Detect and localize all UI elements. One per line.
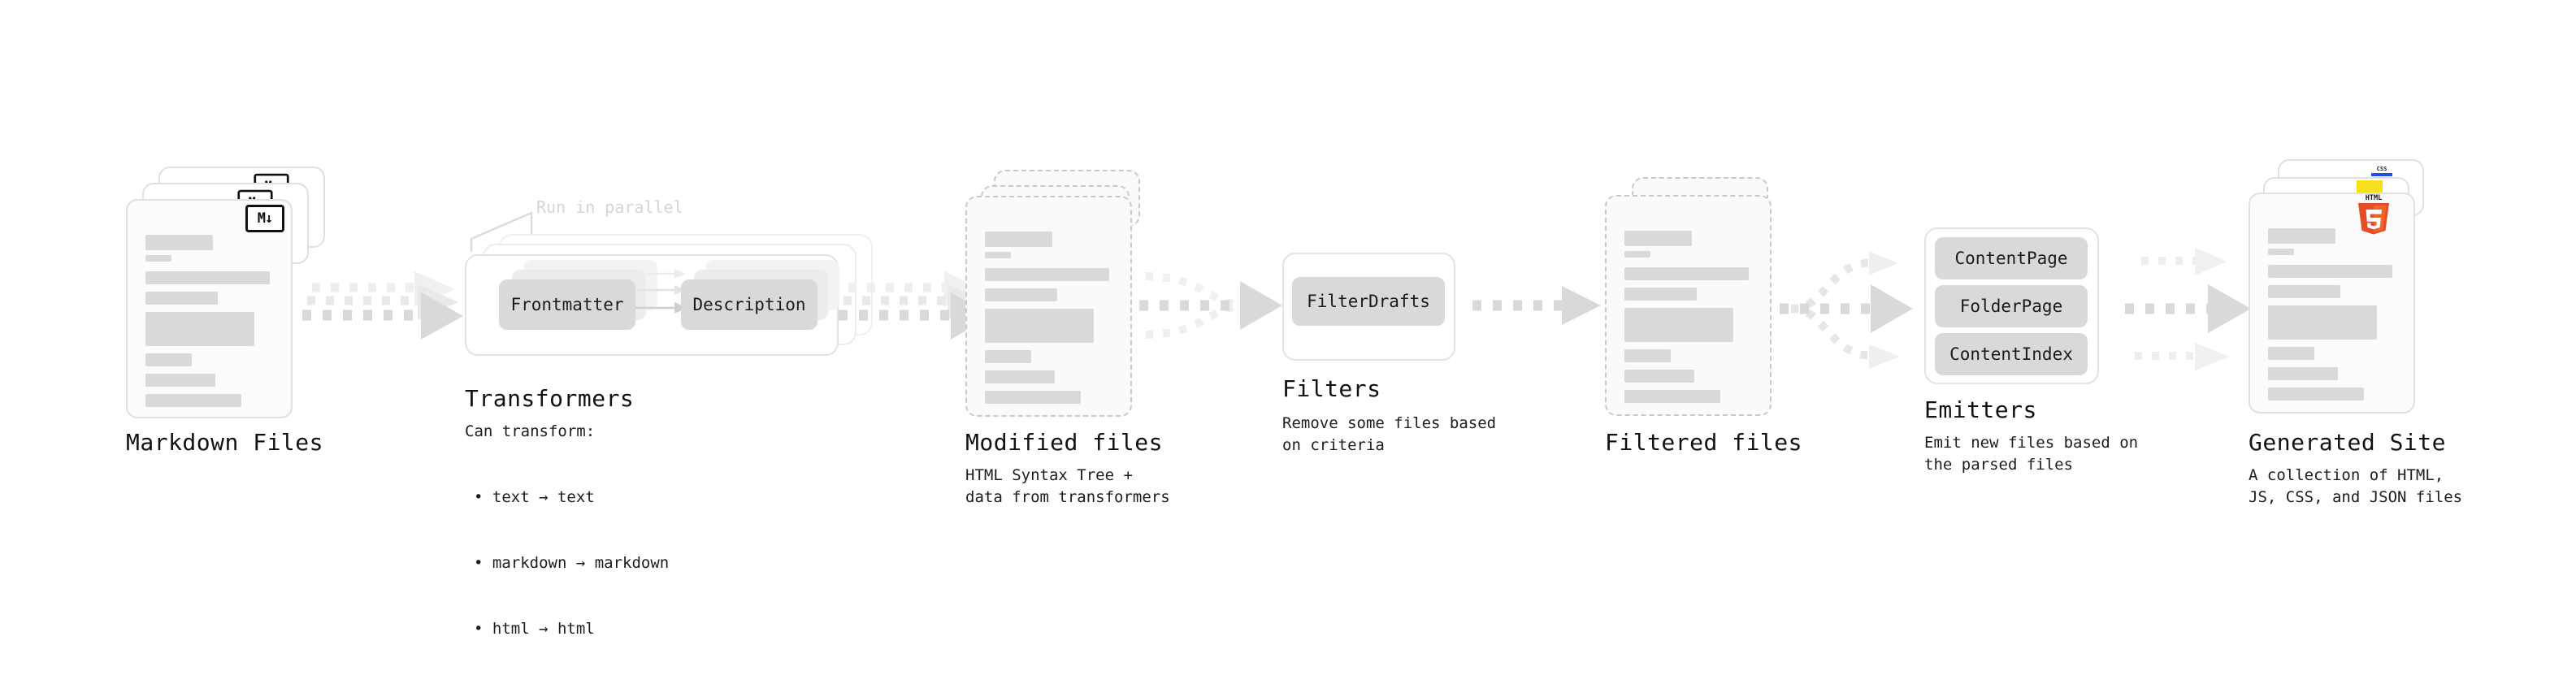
placeholder-bar bbox=[1624, 288, 1698, 301]
arrowhead bbox=[674, 285, 686, 295]
markdown-badge-letter: M bbox=[257, 210, 266, 227]
caption-markdown-files: Markdown Files bbox=[126, 429, 324, 456]
caption-emitters: Emitters bbox=[1924, 396, 2037, 423]
placeholder-bar bbox=[985, 350, 1032, 363]
placeholder-bar bbox=[145, 353, 193, 366]
html5-logo-icon: HTML bbox=[2358, 194, 2389, 235]
emitter-chip-folderpage[interactable]: FolderPage bbox=[1935, 285, 2088, 327]
emitter-chip-label: FolderPage bbox=[1959, 297, 2063, 316]
placeholder-bar bbox=[2268, 265, 2392, 278]
placeholder-bar bbox=[2268, 387, 2364, 400]
filtered-card-front bbox=[1605, 195, 1772, 416]
placeholder-bar bbox=[985, 309, 1094, 343]
arrowhead bbox=[1869, 251, 1898, 275]
placeholder-bar bbox=[985, 268, 1109, 281]
arrowhead bbox=[2195, 343, 2229, 370]
placeholder-bar bbox=[2268, 367, 2338, 380]
connector-emitters-to-site bbox=[2125, 248, 2251, 370]
css-badge-underline bbox=[2371, 173, 2392, 176]
placeholder-bar bbox=[985, 370, 1055, 383]
connector-modified-to-filters bbox=[1139, 272, 1282, 339]
arrowhead bbox=[421, 292, 463, 340]
filtered-card-placeholder-bars bbox=[1624, 231, 1754, 410]
arrowhead bbox=[1871, 284, 1913, 333]
modified-card-front bbox=[965, 196, 1132, 417]
placeholder-bar bbox=[2268, 228, 2335, 244]
site-card-front bbox=[2249, 193, 2415, 413]
placeholder-bar bbox=[985, 252, 1011, 258]
emitter-chip-contentindex[interactable]: ContentIndex bbox=[1935, 333, 2088, 375]
bullet-item: • text → text bbox=[474, 488, 595, 506]
caption-filters: Filters bbox=[1282, 375, 1381, 402]
arrowhead bbox=[674, 269, 686, 279]
emitter-chip-contentpage[interactable]: ContentPage bbox=[1935, 237, 2088, 279]
placeholder-bar bbox=[985, 232, 1052, 247]
emitter-chip-label: ContentPage bbox=[1954, 249, 2068, 268]
emitters-description: Emit new files based on the parsed files bbox=[1924, 434, 2139, 474]
connector-filters-to-filtered bbox=[1472, 286, 1601, 325]
bullet-item: • html → html bbox=[474, 620, 595, 638]
modified-card-placeholder-bars bbox=[985, 232, 1114, 411]
generated-site-description: A collection of HTML, JS, CSS, and JSON … bbox=[2249, 466, 2463, 506]
transformer-chip-label: Description bbox=[692, 295, 806, 314]
transformers-description: Can transform: bbox=[465, 422, 596, 440]
placeholder-bar bbox=[1624, 370, 1694, 383]
placeholder-bar bbox=[145, 271, 270, 284]
caption-generated-site: Generated Site bbox=[2249, 429, 2447, 456]
markdown-card-placeholder-bars bbox=[145, 235, 275, 414]
filters-description: Remove some files based on criteria bbox=[1282, 414, 1497, 454]
filter-chip-filterdrafts[interactable]: FilterDrafts bbox=[1292, 277, 1445, 326]
placeholder-bar bbox=[1624, 267, 1749, 280]
placeholder-bar bbox=[145, 292, 219, 305]
placeholder-bar bbox=[1624, 390, 1720, 403]
modified-files-description: HTML Syntax Tree + data from transformer… bbox=[965, 466, 1170, 506]
caption-transformers: Transformers bbox=[465, 385, 635, 412]
placeholder-bar bbox=[145, 235, 213, 250]
placeholder-bar bbox=[2268, 285, 2341, 298]
arrowhead bbox=[1869, 344, 1900, 369]
run-in-parallel-label: Run in parallel bbox=[536, 197, 683, 217]
markdown-card-front bbox=[126, 199, 293, 418]
caption-modified-files: Modified files bbox=[965, 429, 1164, 456]
placeholder-bar bbox=[145, 312, 254, 346]
placeholder-bar bbox=[1624, 251, 1650, 258]
placeholder-bar bbox=[2268, 305, 2377, 340]
transformers-bullet-list: • text → text • markdown → markdown • ht… bbox=[474, 443, 669, 684]
filter-chip-label: FilterDrafts bbox=[1307, 292, 1430, 311]
arrowhead bbox=[1562, 286, 1601, 325]
connector-md-to-transformers bbox=[302, 271, 463, 340]
transformer-chip-frontmatter[interactable]: Frontmatter bbox=[499, 279, 635, 330]
run-in-parallel-bracket bbox=[470, 211, 533, 252]
placeholder-bar bbox=[145, 374, 215, 387]
emitter-chip-label: ContentIndex bbox=[1949, 344, 2073, 364]
svg-text:HTML: HTML bbox=[2366, 194, 2382, 202]
js-badge-icon bbox=[2357, 180, 2383, 195]
connector-filtered-to-emitters bbox=[1780, 251, 1913, 369]
arrowhead bbox=[1240, 281, 1282, 330]
placeholder-bar bbox=[145, 394, 241, 407]
placeholder-bar bbox=[985, 391, 1081, 404]
caption-filtered-files: Filtered files bbox=[1605, 429, 1803, 456]
bullet-item: • markdown → markdown bbox=[474, 554, 670, 572]
placeholder-bar bbox=[1624, 349, 1672, 362]
placeholder-bar bbox=[1624, 231, 1692, 246]
placeholder-bar bbox=[2268, 347, 2315, 360]
arrowhead bbox=[2195, 248, 2227, 275]
arrowhead bbox=[2208, 284, 2251, 333]
placeholder-bar bbox=[2268, 249, 2294, 255]
markdown-badge-icon: M↓ bbox=[245, 205, 284, 232]
css-badge-icon: CSS bbox=[2371, 166, 2392, 176]
css-badge-label: CSS bbox=[2376, 166, 2387, 172]
placeholder-bar bbox=[145, 255, 171, 262]
placeholder-bar bbox=[1624, 308, 1733, 342]
transformer-chip-label: Frontmatter bbox=[510, 295, 624, 314]
placeholder-bar bbox=[985, 288, 1058, 301]
site-card-placeholder-bars bbox=[2268, 228, 2397, 408]
transformer-chip-description[interactable]: Description bbox=[681, 279, 817, 330]
